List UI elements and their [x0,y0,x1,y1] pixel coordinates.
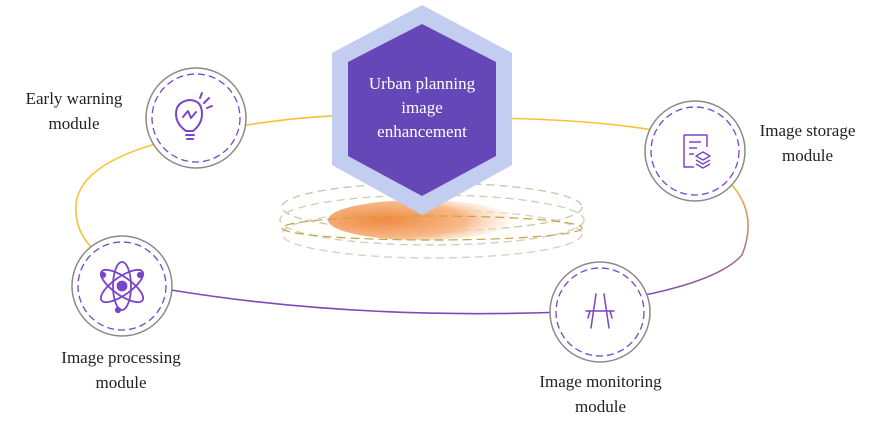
central-hexagon [332,5,512,215]
lightbulb-icon [175,92,213,140]
early-warning-label-line-2: module [48,114,100,133]
image-processing-label-line-2: module [95,373,147,392]
ring-right [639,177,749,297]
hexagon-inner [348,24,496,196]
image-processing-node [71,235,173,337]
road-icon [585,293,615,329]
early-warning-label-line-1: Early warning [25,89,123,108]
image-processing-label: Image processing module [36,345,206,395]
image-monitoring-label: Image monitoring module [513,369,688,419]
image-monitoring-label-line-2: module [575,397,626,416]
image-storage-label-line-2: module [782,146,833,165]
center-title-line-1: Urban planning [368,74,476,93]
base-ring-1 [281,182,583,232]
center-title-line-2: image [401,98,443,117]
early-warning-label: Early warning module [4,86,144,136]
disc-edge [281,215,583,241]
glow-disc [328,200,512,240]
early-warning-node [145,67,247,169]
connection-ring [75,114,749,315]
image-storage-node [644,100,746,202]
atom-icon [99,261,145,314]
center-title: Urban planning image enhancement [352,72,492,144]
base-ring-3 [281,209,583,259]
image-storage-label-line-1: Image storage [759,121,856,140]
image-processing-label-line-1: Image processing [61,348,181,367]
image-monitoring-label-line-1: Image monitoring [539,372,662,391]
image-monitoring-node [549,261,651,363]
ring-bottom [164,288,566,315]
document-stack-icon [683,134,711,169]
image-storage-label: Image storage module [745,118,870,168]
center-title-line-3: enhancement [377,122,467,141]
